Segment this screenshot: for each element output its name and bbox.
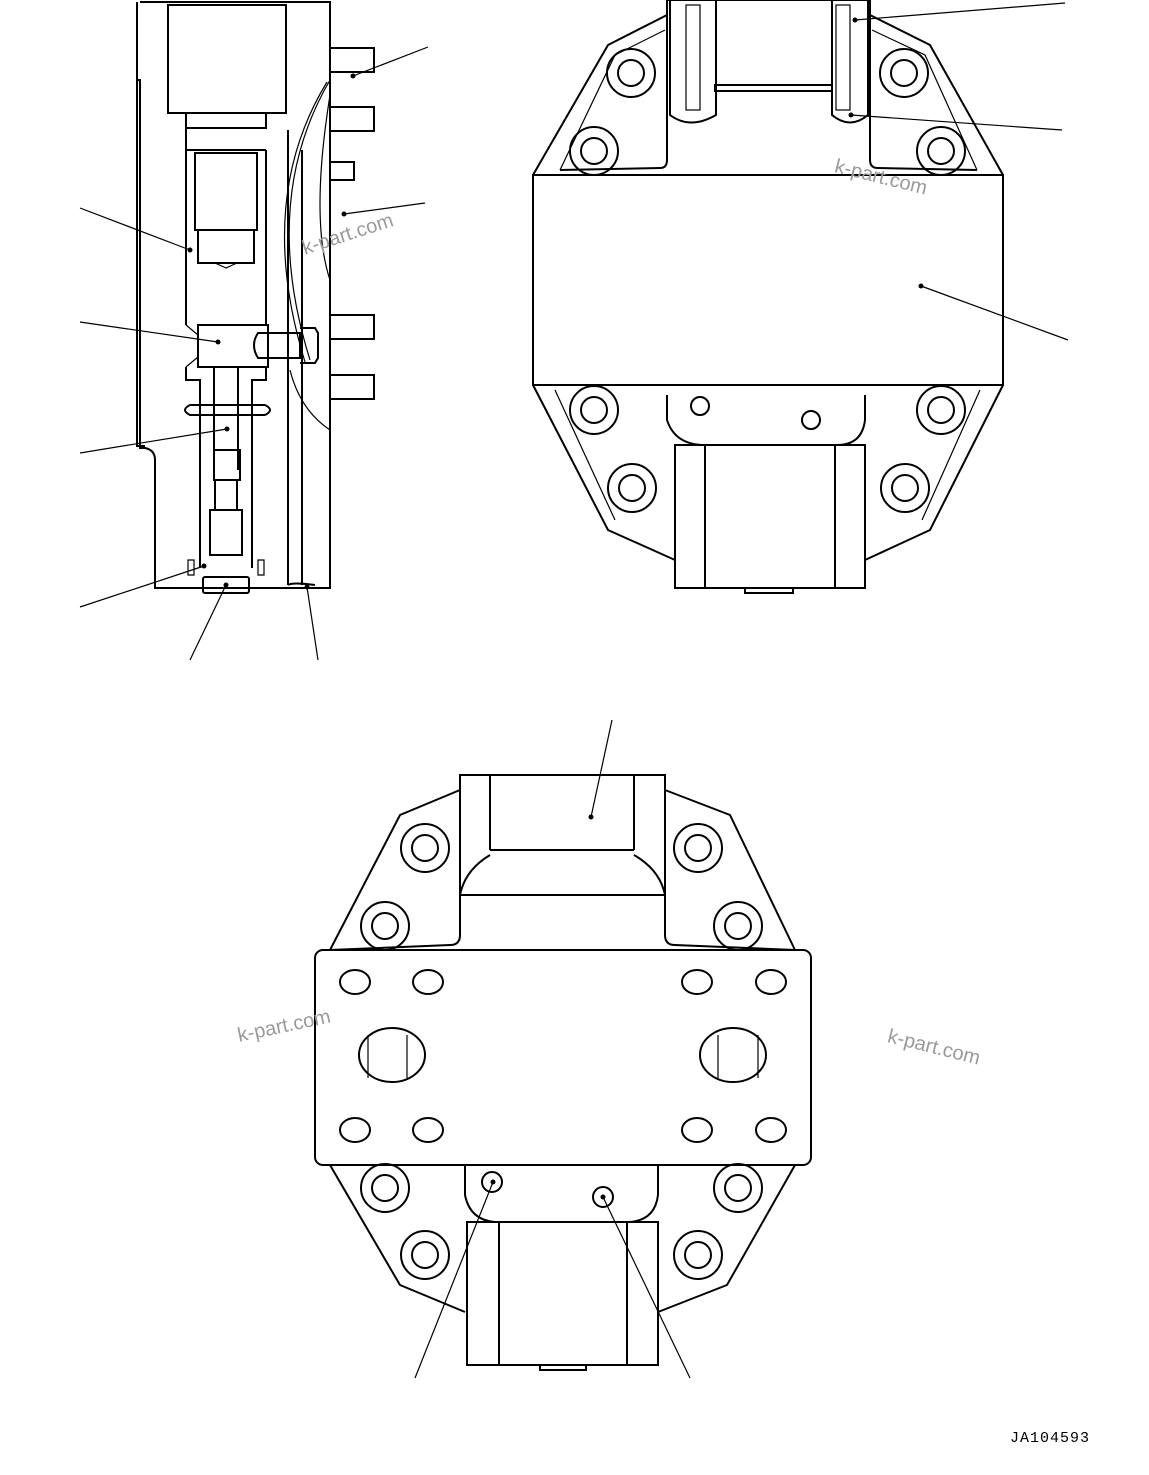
leader-lines — [414, 719, 691, 1379]
top-view — [532, 0, 1069, 594]
side-section-view — [79, 1, 429, 661]
leader-lines — [848, 2, 1069, 341]
leader-lines — [79, 46, 429, 661]
drawing-code: JA104593 — [1010, 1430, 1091, 1447]
bottom-view — [314, 719, 812, 1379]
